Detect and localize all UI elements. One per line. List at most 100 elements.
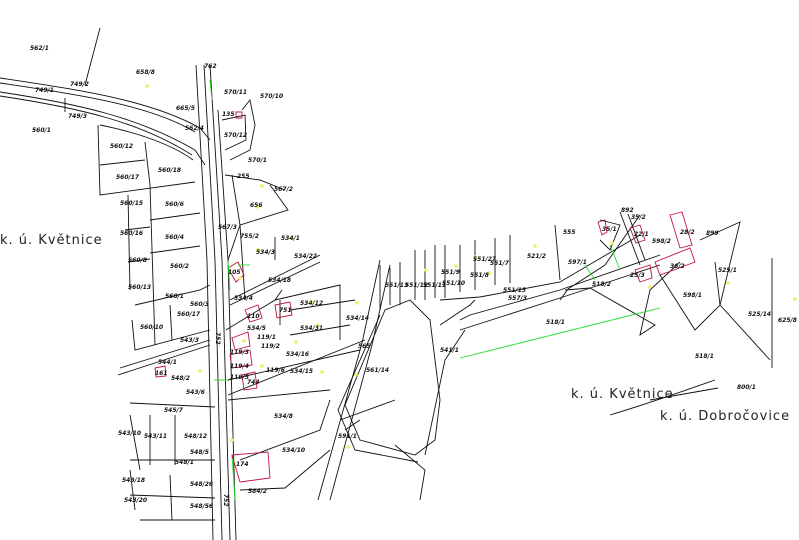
parcel-number-label: 22/1 xyxy=(634,231,649,238)
parcel-number-label: 584/2 xyxy=(248,488,267,495)
survey-point-marker xyxy=(310,300,314,304)
parcel-number-label: 119/1 xyxy=(257,334,276,341)
parcel-number-label: 567/2 xyxy=(274,186,293,193)
parcel-number-label: 161 xyxy=(155,370,168,377)
survey-point-marker xyxy=(255,205,259,209)
parcel-number-label: 119/6 xyxy=(266,367,285,374)
survey-point-marker xyxy=(346,445,350,449)
parcel-number-label: 135 xyxy=(222,111,235,118)
parcel-number-label: 749/3 xyxy=(68,113,87,120)
parcel-number-label: 543/3 xyxy=(180,337,199,344)
parcel-number-label: 543/11 xyxy=(144,433,167,440)
parcel-number-label: 752 xyxy=(214,332,221,345)
parcel-number-label: 544/1 xyxy=(158,359,177,366)
parcel-number-label: 543/20 xyxy=(124,497,147,504)
parcel-number-label: 543/6 xyxy=(186,389,205,396)
survey-point-marker xyxy=(610,241,614,245)
survey-point-marker xyxy=(260,184,264,188)
parcel-number-label: 174 xyxy=(236,461,249,468)
parcel-number-label: 562/1 xyxy=(30,45,49,52)
survey-point-marker xyxy=(316,323,320,327)
survey-point-marker xyxy=(145,84,149,88)
parcel-number-label: 534/14 xyxy=(346,315,369,322)
parcel-number-label: 548/56 xyxy=(190,503,213,510)
parcel-number-label: 548/1 xyxy=(175,459,194,466)
parcel-number-label: 105 xyxy=(228,269,241,276)
parcel-number-label: 570/1 xyxy=(248,157,267,164)
parcel-number-label: 119/5 xyxy=(230,374,249,381)
parcel-number-label: 570/10 xyxy=(260,93,283,100)
parcel-number-label: 560/8 xyxy=(128,257,147,264)
parcel-number-label: 561/14 xyxy=(366,367,389,374)
parcel-number-label: 744 xyxy=(247,379,260,386)
parcel-number-label: 551/11 xyxy=(423,282,446,289)
survey-point-marker xyxy=(260,364,264,368)
parcel-number-label: 560/13 xyxy=(128,284,151,291)
parcel-number-label: 534/16 xyxy=(286,351,309,358)
parcel-number-label: 534/12 xyxy=(300,300,323,307)
parcel-number-label: 551/7 xyxy=(490,260,510,267)
parcel-number-label: 518/2 xyxy=(592,281,611,288)
parcel-number-label: 551/15 xyxy=(503,287,526,294)
parcel-number-label: 534/15 xyxy=(290,368,313,375)
parcel-boundaries xyxy=(0,27,773,540)
survey-point-marker xyxy=(290,236,294,240)
parcel-number-label: 119/2 xyxy=(261,343,280,350)
parcel-labels: 562/1658/8749/2749/1749/3560/1762570/115… xyxy=(30,45,797,510)
parcel-number-label: 525/14 xyxy=(748,311,771,318)
survey-point-marker xyxy=(354,373,358,377)
survey-point-marker xyxy=(294,340,298,344)
parcel-number-label: 551/13 xyxy=(385,282,408,289)
parcel-number-label: 551/27 xyxy=(473,256,497,263)
parcel-number-label: 28/2 xyxy=(680,229,695,236)
parcel-number-label: 892 xyxy=(621,207,634,214)
survey-point-marker xyxy=(726,281,730,285)
parcel-number-label: 534/8 xyxy=(274,413,293,420)
parcel-number-label: 35/2 xyxy=(631,214,646,221)
parcel-number-label: 543/18 xyxy=(122,477,145,484)
parcel-number-label: 598/2 xyxy=(652,238,671,245)
survey-point-marker xyxy=(533,244,537,248)
parcel-number-label: 562/4 xyxy=(185,125,204,132)
survey-point-marker xyxy=(355,301,359,305)
parcel-number-label: 749/2 xyxy=(70,81,89,88)
parcel-number-label: 534/5 xyxy=(247,325,266,332)
parcel-number-label: 762 xyxy=(204,63,217,70)
parcel-number-label: 534/3 xyxy=(256,249,275,256)
parcel-number-label: 534/18 xyxy=(268,277,291,284)
parcel-number-label: 557/3 xyxy=(508,295,527,302)
survey-point-marker xyxy=(256,248,260,252)
parcel-number-label: 119/3 xyxy=(230,349,249,356)
parcel-number-label: 665/5 xyxy=(176,105,195,112)
cadastral-area-dobrocovice: k. ú. Dobročovice xyxy=(660,409,790,424)
parcel-number-label: 560/1 xyxy=(165,293,184,300)
parcel-number-label: 534/31 xyxy=(300,325,323,332)
survey-point-marker xyxy=(238,276,242,280)
survey-point-marker xyxy=(198,369,202,373)
parcel-number-label: 560/18 xyxy=(158,167,181,174)
parcel-number-label: 899 xyxy=(706,230,719,237)
parcel-number-label: 534/22 xyxy=(294,253,317,260)
parcel-number-label: 567/3 xyxy=(218,224,237,231)
parcel-number-label: 518/1 xyxy=(695,353,714,360)
parcel-number-label: 560/3 xyxy=(190,301,209,308)
parcel-number-label: 534/4 xyxy=(234,295,253,302)
parcel-number-label: 560/17 xyxy=(116,174,140,181)
survey-point-marker xyxy=(487,271,491,275)
cadastral-area-kvetnice-right: k. ú. Květnice xyxy=(571,387,674,402)
parcel-number-label: 751 xyxy=(279,307,292,314)
parcel-number-label: 548/2 xyxy=(171,375,190,382)
cadastral-area-kvetnice-left: k. ú. Květnice xyxy=(0,233,103,248)
parcel-number-label: 570/11 xyxy=(224,89,247,96)
parcel-number-label: 560/6 xyxy=(165,201,184,208)
parcel-number-label: 551/12 xyxy=(405,282,428,289)
parcel-number-label: 560/17 xyxy=(177,311,201,318)
parcel-number-label: 656 xyxy=(250,202,263,209)
survey-point-marker xyxy=(454,264,458,268)
survey-points xyxy=(145,84,797,449)
parcel-number-label: 560/16 xyxy=(120,230,143,237)
parcel-number-label: 560/12 xyxy=(110,143,133,150)
survey-point-marker xyxy=(793,297,797,301)
survey-point-marker xyxy=(424,268,428,272)
